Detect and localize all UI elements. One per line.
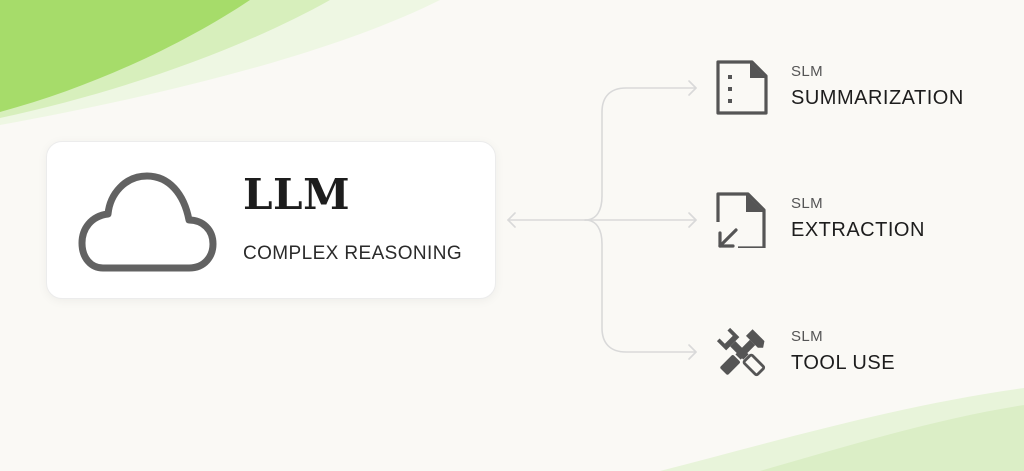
top-left-green-swoosh xyxy=(0,0,250,112)
slm-item-summarization: SLM SUMMARIZATION xyxy=(714,60,1004,116)
slm-type-label: SLM xyxy=(791,328,824,345)
slm-task-label: EXTRACTION xyxy=(791,219,925,241)
connector-branch-top xyxy=(584,87,697,221)
slm-type-label: SLM xyxy=(791,63,824,80)
document-icon xyxy=(716,60,768,115)
slm-task-label: TOOL USE xyxy=(791,352,896,374)
file-extract-icon xyxy=(716,192,766,248)
llm-card: LLM COMPLEX REASONING xyxy=(46,141,496,299)
slm-item-tool-use: SLM TOOL USE xyxy=(714,325,1004,381)
slm-type-label: SLM xyxy=(791,195,824,212)
llm-arrowhead xyxy=(507,212,516,228)
llm-title: LLM xyxy=(243,170,351,219)
arrowhead-top xyxy=(688,80,697,96)
connector-branch-bottom xyxy=(584,219,697,353)
bottom-right-mid-swoosh xyxy=(760,405,1024,471)
tools-icon xyxy=(716,327,766,377)
cloud-icon xyxy=(78,172,217,272)
slm-item-extraction: SLM EXTRACTION xyxy=(714,192,1004,248)
llm-subtitle: COMPLEX REASONING xyxy=(243,243,463,264)
arrowhead-middle xyxy=(688,212,697,228)
arrowhead-bottom xyxy=(688,344,697,360)
slm-task-label: SUMMARIZATION xyxy=(791,87,964,109)
